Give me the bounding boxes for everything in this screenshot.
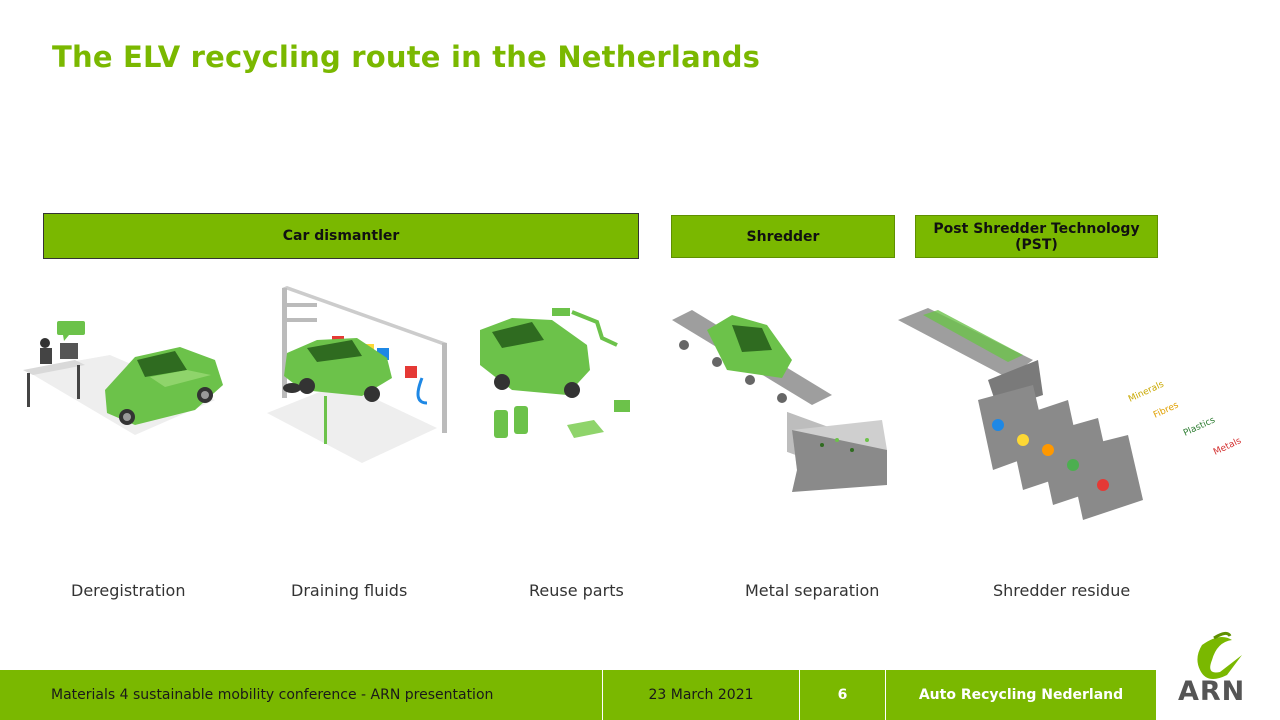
car-dismantler-header: Car dismantler [43, 213, 639, 259]
step-label-deregistration: Deregistration [71, 581, 186, 600]
pst-output-fibres: Fibres [1152, 400, 1180, 420]
footer-date: 23 March 2021 [603, 670, 800, 720]
slide-title: The ELV recycling route in the Netherlan… [52, 40, 761, 74]
pst-output-plastics: Plastics [1182, 415, 1217, 438]
office-desk-car-illustration [23, 321, 223, 435]
footer-conference: Materials 4 sustainable mobility confere… [0, 670, 603, 720]
footer-organization: Auto Recycling Nederland [918, 687, 1124, 703]
arn-logo-icon [1197, 631, 1242, 679]
shredder-conveyor-illustration [672, 310, 887, 492]
step-label-reuse-parts: Reuse parts [529, 581, 624, 600]
step-label-metal-separation: Metal separation [745, 581, 880, 600]
step-label-draining-fluids: Draining fluids [291, 581, 408, 600]
shredder-label: Shredder [746, 228, 820, 245]
pst-sorting-line-illustration: Minerals Fibres Plastics Metals [898, 308, 1243, 520]
shredder-header: Shredder [671, 215, 895, 258]
car-dismantler-label: Car dismantler [282, 228, 400, 244]
footer-bar: Materials 4 sustainable mobility confere… [0, 670, 1156, 720]
pst-label-line1: Post Shredder Technology [933, 220, 1140, 237]
pst-output-metals: Metals [1212, 436, 1243, 458]
pst-label-line2: (PST) [1015, 236, 1058, 253]
car-lift-draining-illustration [267, 286, 447, 463]
pst-output-minerals: Minerals [1127, 380, 1166, 405]
arn-logo-text: ARN [1178, 676, 1246, 707]
car-parts-illustration [480, 308, 630, 438]
footer-page-number: 6 [800, 670, 886, 720]
pst-header: Post Shredder Technology (PST) [915, 215, 1158, 258]
step-label-shredder-residue: Shredder residue [993, 581, 1131, 600]
